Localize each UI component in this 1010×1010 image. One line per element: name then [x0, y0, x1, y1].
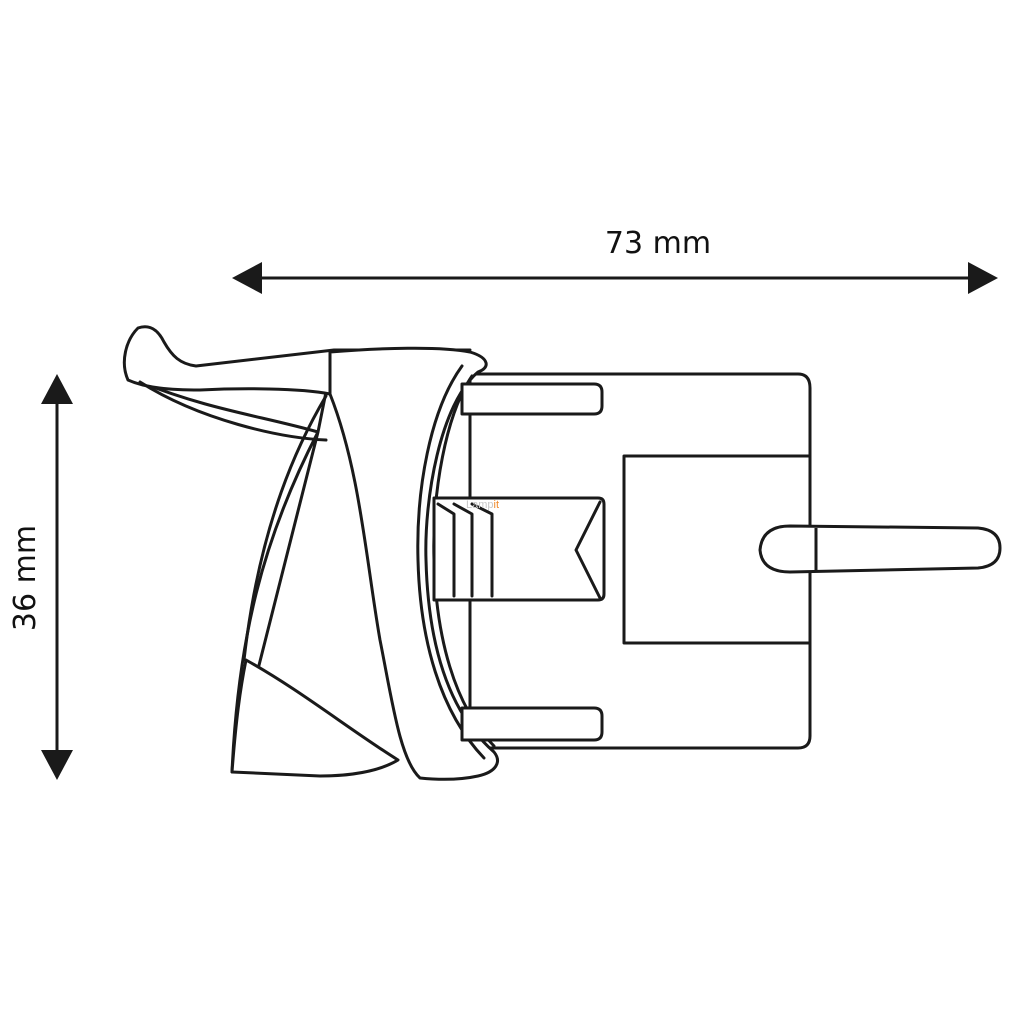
earthing-clip-top	[460, 382, 604, 416]
plug-pin	[758, 524, 1002, 574]
terminal-ridge-3	[470, 502, 494, 598]
height-label: 36 mm	[8, 525, 43, 631]
terminal-v-notch	[574, 500, 602, 600]
plug-body	[468, 372, 812, 750]
height-arrow-down-icon	[41, 750, 73, 780]
socket-terminal-block	[432, 496, 606, 602]
width-label: 73 mm	[605, 226, 711, 261]
height-arrow-up-icon	[41, 374, 73, 404]
width-arrow-right-icon	[968, 262, 998, 294]
watermark: Lampit	[466, 499, 499, 511]
width-arrow-left-icon	[232, 262, 262, 294]
width-dimension: 73 mm	[232, 226, 998, 294]
plug-handle-hook	[122, 325, 472, 396]
plug-grip-twist-line	[242, 394, 328, 662]
plug-collar	[328, 346, 499, 781]
terminal-ridge-1	[436, 502, 456, 598]
terminal-ridge-2	[452, 502, 474, 598]
height-dimension: 36 mm	[8, 374, 73, 780]
plug-grip-inner-curve	[138, 380, 328, 442]
plug-grip-lower	[230, 658, 400, 778]
plug-drawing: Lampit	[122, 325, 1002, 781]
earthing-clip-bottom	[460, 706, 604, 742]
plug-collar-inner-rim	[416, 364, 486, 760]
